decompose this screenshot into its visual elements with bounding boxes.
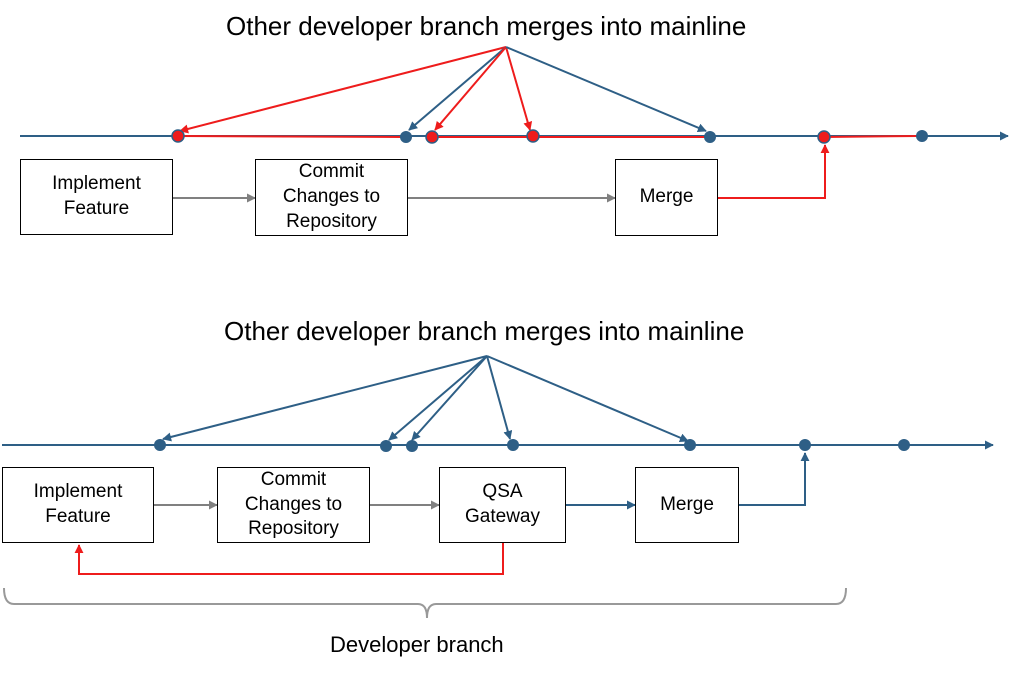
top-merge-box: Merge — [615, 159, 718, 236]
top-arrow-merge-to-mainline — [718, 144, 830, 199]
top-fan-arrow-red-3 — [505, 46, 533, 131]
top-diagram — [20, 46, 1009, 203]
top-commit-dot-blue-1 — [400, 131, 412, 143]
bottom-commit-dot-5 — [684, 439, 696, 451]
top-fan-arrow-blue-2 — [505, 46, 707, 133]
bottom-qsa-gateway-box: QSA Gateway — [439, 467, 566, 543]
top-developer-segment-1 — [177, 135, 407, 138]
developer-branch-brace — [3, 587, 847, 619]
top-fan-arrow-red-1 — [179, 46, 507, 134]
bottom-commit-dot-7 — [898, 439, 910, 451]
bottom-arrow-merge-to-mainline — [739, 452, 810, 506]
top-commit-dot-red-2 — [425, 130, 439, 144]
top-commit-dot-blue-2 — [704, 131, 716, 143]
bottom-implement-feature-box: Implement Feature — [2, 467, 154, 543]
bottom-commit-dot-4 — [507, 439, 519, 451]
bottom-fan-arrow-3 — [411, 355, 488, 441]
top-commit-changes-box: Commit Changes to Repository — [255, 159, 408, 236]
developer-branch-label: Developer branch — [330, 632, 504, 657]
top-commit-dot-red-3 — [526, 129, 540, 143]
bottom-commit-dot-3 — [406, 440, 418, 452]
top-commit-dot-blue-3 — [916, 130, 928, 142]
bottom-merge-box: Merge — [635, 467, 739, 543]
bottom-title: Other developer branch merges into mainl… — [224, 316, 745, 346]
top-commit-dot-red-1 — [171, 129, 185, 143]
bottom-commit-dot-2 — [380, 440, 392, 452]
bottom-fan-arrow-1 — [162, 355, 488, 442]
bottom-feedback-loop — [74, 543, 504, 575]
bottom-fan-arrow-4 — [486, 355, 513, 440]
top-fan-arrow-red-2 — [434, 46, 507, 131]
bottom-fan-arrow-5 — [486, 355, 689, 442]
bottom-diagram — [2, 355, 994, 619]
bottom-commit-changes-box: Commit Changes to Repository — [217, 467, 370, 543]
top-fan-arrow-blue-1 — [408, 46, 507, 131]
top-implement-feature-box: Implement Feature — [20, 159, 173, 235]
top-commit-dot-red-4 — [817, 130, 831, 144]
bottom-commit-dot-1 — [154, 439, 166, 451]
top-developer-segment-3 — [823, 135, 919, 138]
top-title: Other developer branch merges into mainl… — [226, 11, 747, 41]
bottom-commit-dot-6 — [799, 439, 811, 451]
bottom-fan-arrow-2 — [388, 355, 488, 441]
